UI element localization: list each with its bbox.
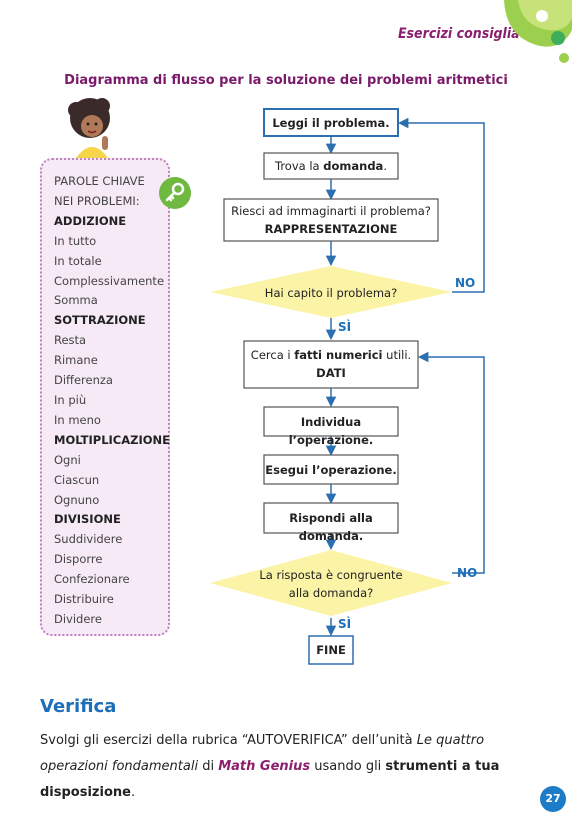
keyword-item: Suddividere bbox=[54, 532, 123, 547]
keyword-item: Ognuno bbox=[54, 492, 100, 507]
girl-illustration bbox=[68, 98, 110, 158]
loop-arrow-no-2 bbox=[417, 351, 485, 574]
box-cerca bbox=[243, 340, 419, 389]
verifica-text: Svolgi gli esercizi della rubrica “AUTOV… bbox=[40, 733, 500, 800]
node-leggi: Leggi il problema. bbox=[272, 116, 390, 130]
keyword-item: In più bbox=[54, 392, 87, 407]
diamond-capito bbox=[210, 266, 452, 318]
keywords-panel: PAROLE CHIAVE NEI PROBLEMI: ADDIZIONE In… bbox=[40, 158, 170, 636]
label-no-1: NO bbox=[455, 276, 476, 290]
section-title: Esercizi consigliati bbox=[397, 26, 530, 42]
keyword-category: ADDIZIONE bbox=[54, 213, 127, 228]
box-rispondi bbox=[263, 502, 399, 534]
keyword-item: In meno bbox=[54, 412, 101, 427]
box-fine bbox=[308, 635, 354, 665]
diagram-title: Diagramma di flusso per la soluzione dei… bbox=[64, 73, 508, 88]
keyword-item: Somma bbox=[54, 293, 98, 308]
node-capito: Hai capito il problema? bbox=[264, 286, 398, 300]
keyword-item: Ciascun bbox=[54, 472, 100, 487]
keyword-item: Distribuire bbox=[54, 592, 114, 607]
node-rispondi: Rispondi alla domanda. bbox=[289, 511, 373, 543]
corner-decoration bbox=[504, 0, 572, 63]
keyword-item: Rimane bbox=[54, 353, 98, 368]
keyword-item: Resta bbox=[54, 333, 87, 348]
node-trova: Trova la domanda. bbox=[275, 159, 387, 173]
keyword-item: Disporre bbox=[54, 552, 103, 567]
box-individua bbox=[263, 406, 399, 437]
keyword-item: Complessivamente bbox=[54, 273, 165, 288]
node-fine: FINE bbox=[316, 643, 346, 657]
box-leggi bbox=[263, 108, 399, 137]
label-no-2: NO bbox=[457, 566, 478, 580]
label-si-1: SÌ bbox=[338, 320, 352, 334]
label-si-2: SÌ bbox=[338, 617, 352, 631]
keyword-item: In tutto bbox=[54, 233, 97, 248]
loop-arrow-no-1 bbox=[397, 117, 485, 293]
keyword-item: Confezionare bbox=[54, 572, 130, 587]
page-number: 27 bbox=[540, 786, 566, 812]
node-individua: Individua l’operazione. bbox=[288, 415, 374, 447]
keywords-heading-line2: NEI PROBLEMI: bbox=[54, 193, 140, 208]
keyword-item: Ogni bbox=[54, 452, 81, 467]
keyword-item: Differenza bbox=[54, 373, 113, 388]
diamond-congruente bbox=[210, 550, 452, 616]
keyword-category: SOTTRAZIONE bbox=[54, 313, 146, 328]
node-esegui: Esegui l’operazione. bbox=[265, 463, 397, 477]
key-icon bbox=[159, 177, 191, 209]
keyword-item: In totale bbox=[54, 253, 102, 268]
keyword-item: Dividere bbox=[54, 611, 102, 626]
node-riesci: Riesci ad immaginarti il problema?RAPPRE… bbox=[231, 204, 431, 236]
keyword-category: MOLTIPLICAZIONE bbox=[54, 432, 171, 447]
keywords-heading-line1: PAROLE CHIAVE bbox=[54, 174, 145, 188]
verifica-title: Verifica bbox=[40, 696, 117, 717]
node-cerca: Cerca i fatti numerici utili.DATI bbox=[250, 348, 412, 380]
box-riesci bbox=[223, 198, 439, 242]
box-esegui bbox=[263, 454, 399, 485]
keyword-category: DIVISIONE bbox=[54, 512, 121, 527]
box-trova bbox=[263, 152, 399, 180]
